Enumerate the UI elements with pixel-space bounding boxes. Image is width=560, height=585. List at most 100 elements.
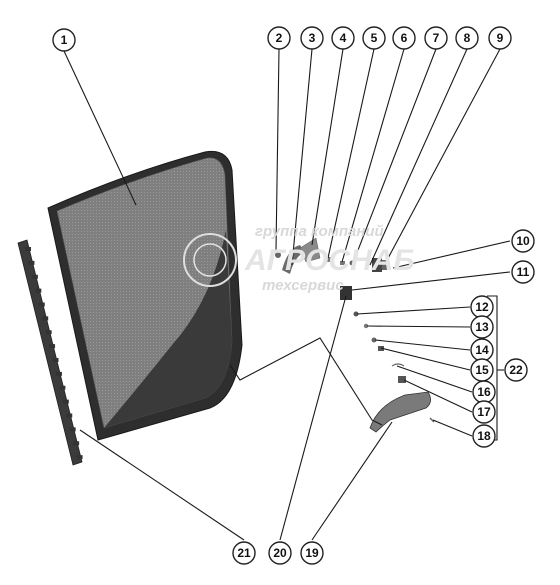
callout-circle [488,26,512,50]
seal-tooth [35,288,42,293]
callout-15: 15 [470,358,494,382]
callout-circle [455,26,479,50]
callout-number: 18 [477,429,491,443]
seal-tooth [38,302,45,307]
callout-18: 18 [472,424,496,448]
seal-strip [17,239,83,466]
seal-tooth [49,344,56,349]
part-18 [429,417,435,423]
callout-number: 19 [305,546,319,560]
seal-tooth [55,371,62,376]
callout-6: 6 [392,26,416,50]
seal-tooth [42,316,49,321]
part-8 [372,258,382,272]
watermark-line1: группа компаний [255,223,384,240]
callout-number: 16 [477,385,491,399]
seal-tooth [52,358,59,362]
seal-tooth [66,413,73,418]
callout-circle [504,358,528,382]
callout-3: 3 [300,26,324,50]
callout-number: 22 [509,363,523,377]
callout-circle [511,260,535,284]
part-9 [382,260,388,270]
callout-circle [300,541,324,565]
callout-number: 12 [475,300,489,314]
callout-9: 9 [488,26,512,50]
small-parts [275,237,435,433]
seal-tooth [59,385,66,390]
callout-7: 7 [424,26,448,50]
callout-number: 5 [371,31,378,45]
callout-4: 4 [331,26,355,50]
callout-circle [472,400,496,424]
callout-number: 8 [464,31,471,45]
callout-13: 13 [470,315,494,339]
watermark: группа компаний АГРОСНАБ техсервис [183,223,415,294]
callout-number: 11 [517,265,530,279]
callout-number: 3 [309,31,316,45]
callout-circle [331,26,355,50]
seal-tooth [31,274,38,279]
part-12 [353,311,359,317]
callout-number: 21 [237,546,251,560]
callout-number: 6 [401,31,408,45]
callout-20: 20 [268,541,292,565]
seal-tooth [76,455,83,460]
leader-lines [63,48,511,541]
callout-17: 17 [472,400,496,424]
seal-tooth [69,427,76,432]
callout-5: 5 [362,26,386,50]
callout-circle [472,424,496,448]
watermark-line3: техсервис [262,277,344,294]
callout-circle [511,229,535,253]
callout-number: 1 [61,33,68,47]
callout-8: 8 [455,26,479,50]
callout-number: 2 [276,31,283,45]
callout-16: 16 [472,380,496,404]
callout-circle [232,541,256,565]
callout-circle [267,26,291,50]
callout-number: 20 [273,546,287,560]
seal-tooth [28,260,35,265]
callout-21: 21 [232,541,256,565]
callout-circle [392,26,416,50]
part-4 [299,237,321,263]
callout-circle [300,26,324,50]
callout-number: 4 [340,31,347,45]
callout-number: 9 [497,31,504,45]
part-2 [275,252,281,258]
seal-tooth [62,399,69,404]
seal-tooth [25,247,31,251]
callout-circle [424,26,448,50]
seal-tooth [45,330,52,335]
callout-circle [268,541,292,565]
part-11 [340,286,352,300]
callout-number: 10 [516,234,530,248]
callout-number: 13 [475,320,489,334]
callout-10: 10 [511,229,535,253]
callout-11: 11 [511,260,535,284]
part-14 [371,337,377,343]
callout-circle [470,315,494,339]
callout-19: 19 [300,541,324,565]
callout-number: 15 [475,363,489,377]
callout-number: 17 [477,405,491,419]
callout-circle [52,28,76,52]
callout-1: 1 [52,28,76,52]
callout-12: 12 [470,295,494,319]
callout-number: 14 [475,343,489,357]
seal-tooth [73,441,80,446]
watermark-line2: АГРОСНАБ [244,244,415,277]
door-glass [47,150,243,441]
part-16 [391,363,405,367]
part-5 [326,257,332,262]
part-13 [363,323,369,329]
part-6 [340,261,345,265]
callout-number: 7 [433,31,440,45]
callout-22: 22 [504,358,528,382]
callout-14: 14 [470,338,494,362]
callout-2: 2 [267,26,291,50]
